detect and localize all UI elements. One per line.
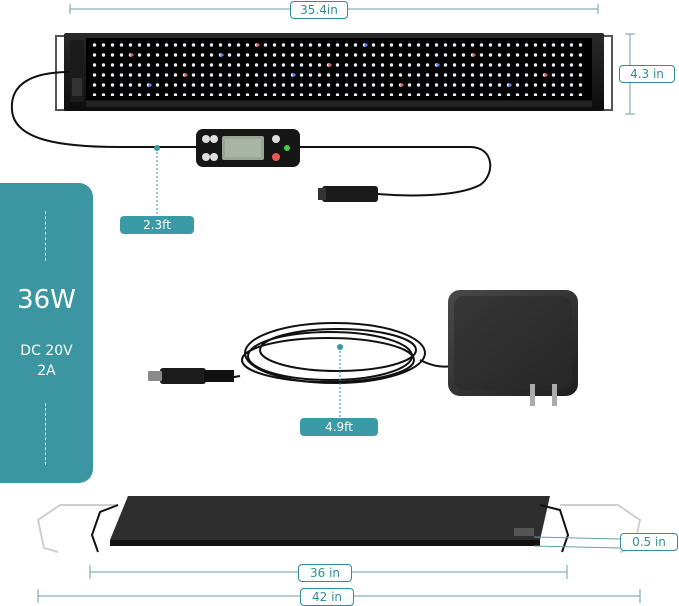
controller-cable: [10, 71, 492, 197]
side-view-brackets: [90, 504, 570, 553]
voltage-label: DC 20V: [20, 343, 73, 359]
thickness-label: 0.5 in: [620, 533, 678, 551]
panel-divider-bottom: [45, 403, 47, 465]
height-label: 4.3 in: [619, 65, 675, 83]
adapter-cable-label: 4.9ft: [300, 418, 378, 436]
remote-controller: [196, 129, 300, 167]
led-light-bar: [55, 33, 613, 111]
spec-panel: 36W DC 20V 2A: [0, 183, 93, 483]
side-view-bar: [110, 496, 550, 546]
panel-divider-top: [45, 211, 47, 261]
power-adapter: [448, 290, 578, 406]
controller-cable-label: 2.3ft: [120, 216, 194, 234]
wattage-label: 36W: [17, 285, 76, 315]
min-length-label: 36 in: [298, 564, 352, 582]
max-length-label: 42 in: [300, 588, 354, 606]
current-label: 2A: [37, 363, 56, 379]
top-length-label: 35.4in: [290, 1, 348, 19]
dc-plug: [148, 368, 234, 384]
dc-connector: [318, 186, 378, 202]
